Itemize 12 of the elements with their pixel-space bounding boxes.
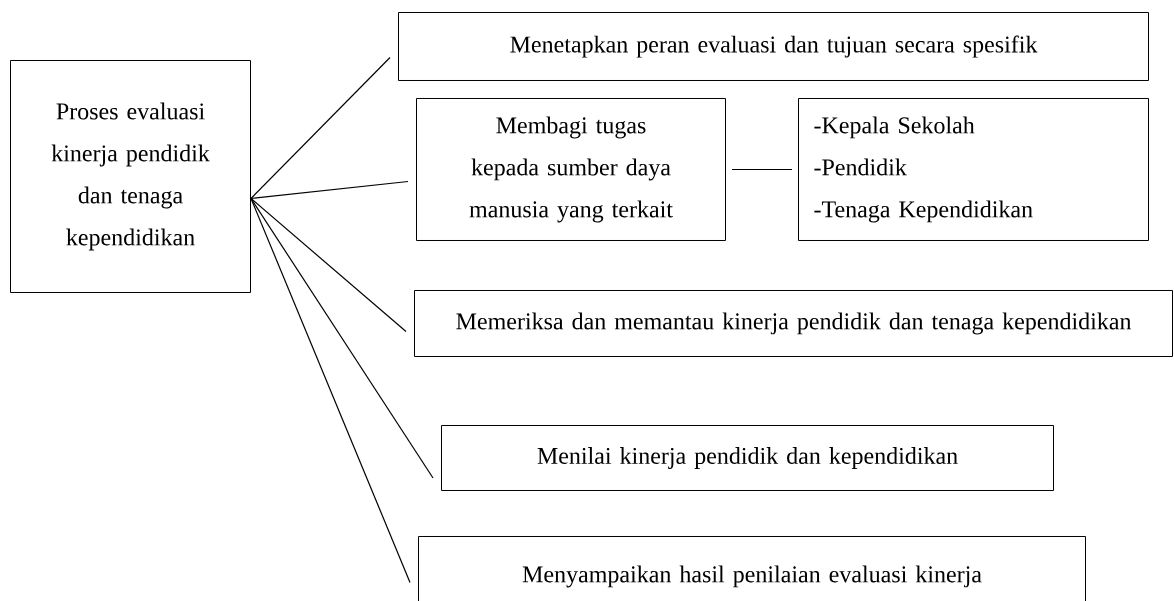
text-box: Menyampaikan hasil penilaian evaluasi kinerja [418, 536, 1086, 601]
text-box: Menilai kinerja pendidik dan kependidikan [441, 425, 1054, 491]
connector-line [250, 197, 407, 333]
connector-line [731, 168, 793, 171]
text-box: Memeriksa dan memantau kinerja pendidik dan tenaga kependidikan [414, 290, 1173, 357]
text-box: Menetapkan peran evaluasi dan tujuan secara spesifik [398, 12, 1149, 81]
text-box: -Kepala Sekolah -Pendidik -Tenaga Kependidikan [798, 98, 1149, 241]
connector-line [250, 197, 411, 584]
text-box: Membagi tugas kepada sumber daya manusia yang terkait [416, 98, 726, 241]
connector-line [250, 56, 391, 200]
text-box: Proses evaluasi kinerja pendidik dan tenaga kependidikan [10, 60, 251, 293]
connector-line [250, 180, 409, 200]
